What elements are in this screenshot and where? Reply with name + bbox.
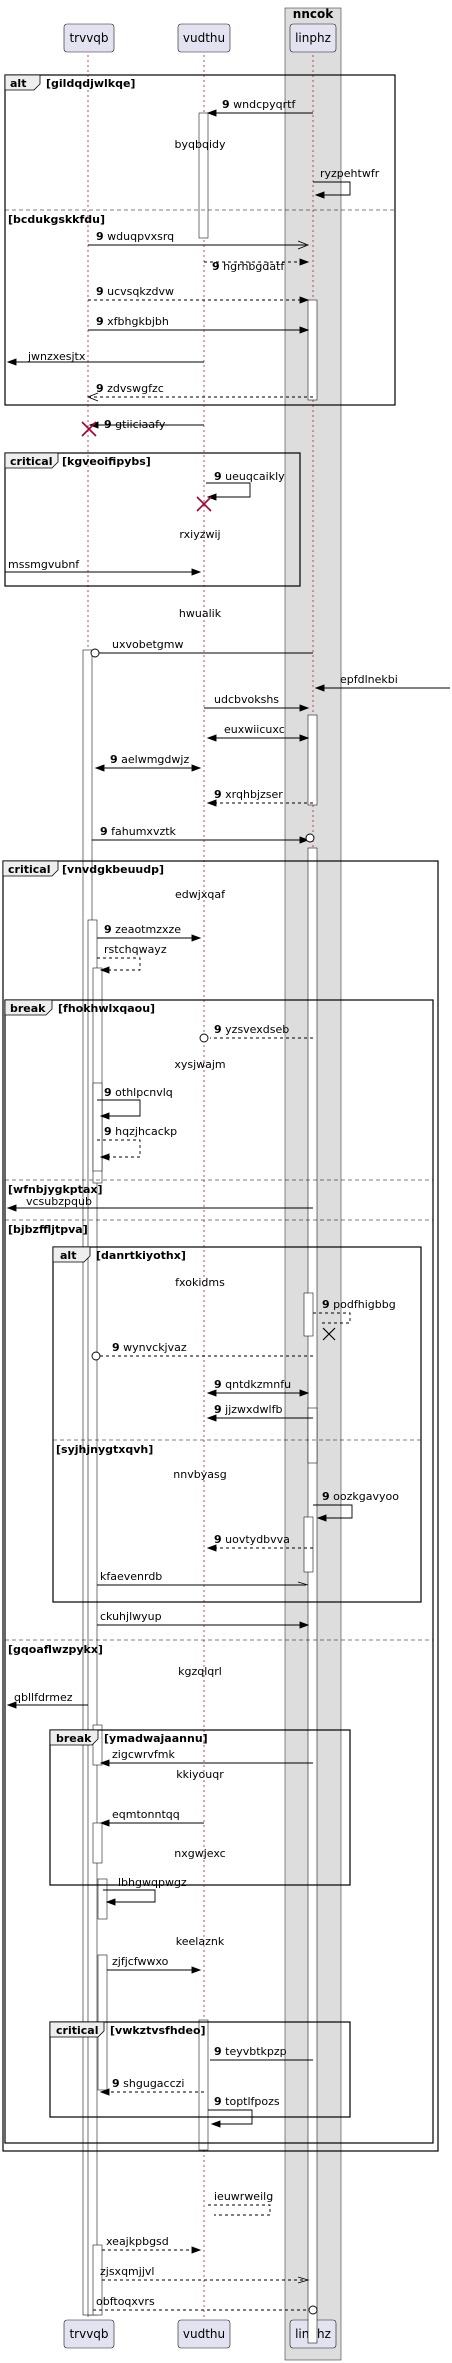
svg-text:kkiyouqr: kkiyouqr (176, 1768, 224, 1781)
frame-alt-1: alt [gildqdjwlkqe] [bcdukgskkfdu] (4, 74, 396, 406)
svg-text:zigcwrvfmk: zigcwrvfmk (112, 1748, 175, 1761)
svg-text:9 fahumxvztk: 9 fahumxvztk (100, 825, 177, 838)
svg-text:break: break (10, 1002, 46, 1015)
svg-text:9 yzsvexdseb: 9 yzsvexdseb (214, 1023, 289, 1036)
svg-text:9 uovtydbvva: 9 uovtydbvva (214, 1533, 290, 1546)
svg-text:[vnvdgkbeuudp]: [vnvdgkbeuudp] (62, 863, 164, 876)
svg-text:xysjwajm: xysjwajm (174, 1058, 225, 1071)
frame-critical-1: critical [kgveoifipybs] (4, 452, 301, 587)
participant-trvvqb-top[interactable]: trvvqb (63, 23, 115, 53)
svg-text:byqbqidy: byqbqidy (175, 138, 226, 151)
svg-text:nnvbyasg: nnvbyasg (173, 1468, 226, 1481)
svg-text:critical: critical (56, 2024, 98, 2037)
svg-text:keelaznk: keelaznk (176, 1935, 225, 1948)
svg-text:kgzqlqrl: kgzqlqrl (178, 1665, 222, 1678)
svg-text:9 podfhigbbg: 9 podfhigbbg (322, 1298, 396, 1311)
svg-text:euxwiicuxc: euxwiicuxc (224, 723, 285, 736)
svg-text:[bcdukgskkfdu]: [bcdukgskkfdu] (8, 213, 105, 226)
svg-text:rxiyzwij: rxiyzwij (179, 528, 220, 541)
svg-text:9 ueuqcaikly: 9 ueuqcaikly (214, 470, 285, 483)
svg-text:9 hgrhbgdatf: 9 hgrhbgdatf (212, 260, 285, 273)
svg-text:epfdlnekbi: epfdlnekbi (340, 673, 398, 686)
svg-text:critical: critical (8, 863, 50, 876)
message-endpoints (90, 648, 318, 2315)
svg-text:9 wndcpyqrtf: 9 wndcpyqrtf (222, 98, 296, 111)
svg-text:9 teyvbtkpzp: 9 teyvbtkpzp (214, 2045, 287, 2058)
svg-text:9 toptlfpozs: 9 toptlfpozs (214, 2095, 280, 2108)
participant-vudthu-top[interactable]: vudthu (177, 23, 231, 53)
participant-trvvqb-bottom[interactable]: trvvqb (63, 2319, 115, 2349)
svg-text:ieuwrweilg: ieuwrweilg (214, 2190, 273, 2203)
svg-text:jwnzxesjtx: jwnzxesjtx (27, 350, 86, 363)
svg-text:9 xfbhgkbjbh: 9 xfbhgkbjbh (96, 315, 169, 328)
svg-text:9 ucvsqkzdvw: 9 ucvsqkzdvw (96, 285, 174, 298)
svg-text:eqmtonntqq: eqmtonntqq (112, 1808, 180, 1821)
frame-critical-2: critical [vnvdgkbeuudp] (2, 860, 439, 2152)
svg-text:ckuhjlwyup: ckuhjlwyup (100, 1610, 162, 1623)
svg-text:zjsxqmjjvl: zjsxqmjjvl (100, 2265, 154, 2278)
svg-text:hwualik: hwualik (179, 607, 222, 620)
svg-text:[gildqdjwlkqe]: [gildqdjwlkqe] (46, 77, 135, 90)
svg-text:[fhokhwlxqaou]: [fhokhwlxqaou] (58, 1002, 155, 1015)
svg-text:9 hqzjhcackp: 9 hqzjhcackp (104, 1125, 177, 1138)
svg-text:9 wynvckjvaz: 9 wynvckjvaz (112, 1341, 187, 1354)
svg-text:break: break (56, 1732, 92, 1745)
svg-text:9 xrqhbjzser: 9 xrqhbjzser (214, 788, 283, 801)
svg-text:lbhgwqpwgz: lbhgwqpwgz (118, 1876, 187, 1889)
svg-text:[ymadwajaannu]: [ymadwajaannu] (104, 1732, 208, 1745)
svg-text:uxvobetgmw: uxvobetgmw (112, 638, 183, 651)
frame-break-1: break [fhokhwlxqaou] [wfnbjygkptax] [bjb… (4, 999, 434, 2144)
svg-text:obftoqxvrs: obftoqxvrs (96, 2295, 155, 2308)
message-arrows (5, 109, 450, 2311)
svg-text:alt: alt (60, 1249, 76, 1262)
participant-linphz-top[interactable]: linphz (289, 23, 337, 53)
svg-text:9 aelwmgdwjz: 9 aelwmgdwjz (110, 753, 189, 766)
svg-text:9 qntdkzmnfu: 9 qntdkzmnfu (214, 1378, 291, 1391)
svg-text:edwjxqaf: edwjxqaf (175, 888, 226, 901)
destroy-markers (81, 421, 336, 1341)
svg-text:9 shgugacczi: 9 shgugacczi (112, 2077, 184, 2090)
svg-text:zjfjcfwwxo: zjfjcfwwxo (112, 1955, 169, 1968)
svg-text:nxgwjexc: nxgwjexc (174, 1847, 225, 1860)
svg-text:ryzpehtwfr: ryzpehtwfr (320, 167, 380, 180)
participant-vudthu-bottom[interactable]: vudthu (177, 2319, 231, 2349)
svg-text:trvvqb: trvvqb (69, 31, 108, 45)
frame-alt-2: alt [danrtkiyothx] [syjhjnygtxqvh] (52, 1246, 422, 1603)
svg-text:[bjbzffljtpva]: [bjbzffljtpva] (8, 1223, 88, 1236)
svg-text:9 othlpcnvlq: 9 othlpcnvlq (104, 1086, 173, 1099)
svg-text:qbllfdrmez: qbllfdrmez (14, 1691, 73, 1704)
svg-text:vudthu: vudthu (183, 31, 225, 45)
svg-text:9 wduqpvxsrq: 9 wduqpvxsrq (96, 230, 174, 243)
svg-text:vudthu: vudthu (183, 2327, 225, 2341)
svg-text:fxokidms: fxokidms (175, 1276, 225, 1289)
svg-text:[vwkztvsfhdeo]: [vwkztvsfhdeo] (110, 2024, 206, 2037)
svg-text:mssmgvubnf: mssmgvubnf (8, 558, 80, 571)
frame-break-2: break [ymadwajaannu] (49, 1729, 351, 1886)
participant-box-title: nncok (293, 7, 334, 21)
svg-text:vcsubzpqub: vcsubzpqub (26, 1195, 92, 1208)
svg-text:rstchqwayz: rstchqwayz (104, 943, 167, 956)
divider-labels: byqbqidy rxiyzwij hwualik edwjxqaf xysjw… (173, 138, 226, 1948)
svg-text:critical: critical (10, 455, 52, 468)
svg-text:[gqoaflwzpykx]: [gqoaflwzpykx] (8, 1643, 103, 1656)
svg-text:9 oozkgavyoo: 9 oozkgavyoo (322, 1490, 399, 1503)
svg-text:udcbvokshs: udcbvokshs (214, 693, 279, 706)
svg-text:trvvqb: trvvqb (69, 2327, 108, 2341)
svg-text:linphz: linphz (295, 31, 331, 45)
activation-bars (82, 112, 318, 2344)
svg-text:kfaevenrdb: kfaevenrdb (100, 1570, 162, 1583)
svg-text:9 zeaotmzxze: 9 zeaotmzxze (104, 923, 181, 936)
svg-text:xeajkpbgsd: xeajkpbgsd (106, 2235, 169, 2248)
svg-text:9 gtiiciaafy: 9 gtiiciaafy (104, 418, 166, 431)
svg-text:[kgveoifipybs]: [kgveoifipybs] (62, 455, 151, 468)
svg-text:[wfnbjygkptax]: [wfnbjygkptax] (8, 1183, 103, 1196)
message-labels: 9 wndcpyqrtf ryzpehtwfr 9 wduqpvxsrq 9 h… (8, 98, 399, 2308)
svg-text:[syjhjnygtxqvh]: [syjhjnygtxqvh] (56, 1443, 153, 1456)
frame-critical-3: critical [vwkztvsfhdeo] (49, 2021, 351, 2118)
svg-text:[danrtkiyothx]: [danrtkiyothx] (96, 1249, 186, 1262)
svg-text:9 jjzwxdwlfb: 9 jjzwxdwlfb (214, 1403, 282, 1416)
svg-text:9 zdvswgfzc: 9 zdvswgfzc (96, 382, 164, 395)
svg-text:alt: alt (10, 77, 26, 90)
